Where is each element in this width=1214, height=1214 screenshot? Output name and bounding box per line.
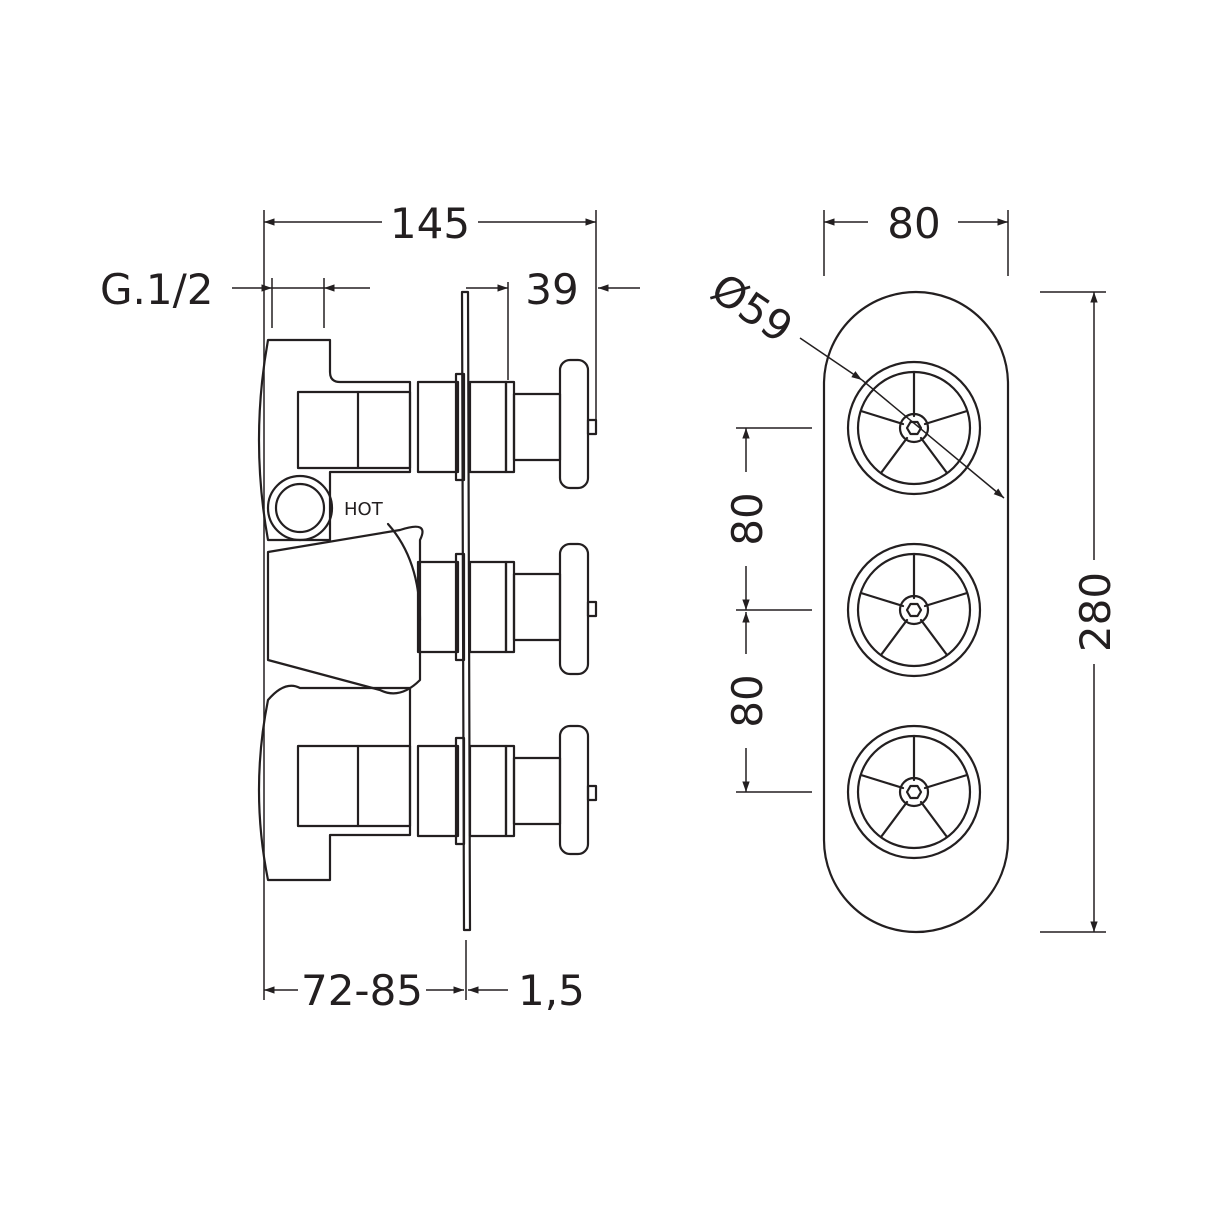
oval-backplate [822, 290, 1010, 934]
knurled-handle [558, 542, 590, 676]
dim-overall-depth: 145 [390, 199, 470, 248]
spindle-ring [504, 380, 516, 474]
hub-bolt [905, 602, 923, 618]
wheel-spokes [859, 370, 969, 475]
wall-plate [460, 290, 472, 932]
spindle-ring [504, 560, 516, 654]
valve-body [257, 338, 412, 542]
handle-cap [586, 784, 598, 802]
hot-inlet-port-outer [266, 474, 334, 542]
handle-cap [586, 600, 598, 618]
dim-wall-depth-range: 72-85 [301, 966, 423, 1015]
wheel-hub [898, 412, 930, 444]
spindle-flange [454, 736, 466, 846]
wheel-rim-outer [846, 360, 982, 496]
wheel-hub [898, 594, 930, 626]
dim-handle-projection: 39 [525, 265, 578, 314]
wheel-spokes [859, 734, 969, 839]
wheel-hub [898, 776, 930, 808]
cartridge-block-lower [296, 744, 412, 828]
spindle-collar [416, 744, 460, 838]
hub-bolt [905, 784, 923, 800]
dim-handle-spacing-upper: 80 [723, 492, 772, 545]
dim-line-dia59-through [861, 379, 1005, 499]
wheel-spokes [859, 552, 969, 657]
front-view: 80 Ø59 80 80 280 [702, 199, 1120, 934]
wheel-rim-outer [846, 542, 982, 678]
hot-inlet-port-inner [274, 482, 326, 534]
spindle-assembly-bottom [416, 724, 598, 856]
spindle-assembly-top [416, 358, 598, 490]
spindle-collar [416, 560, 460, 654]
spindle-sleeve [468, 744, 508, 838]
dim-plate-width: 80 [887, 199, 940, 248]
spindle-ring [504, 744, 516, 838]
hub-bolt [905, 420, 923, 436]
dim-inlet-thread: G.1/2 [100, 265, 214, 314]
knurled-handle [558, 724, 590, 856]
wheel-handle-top [846, 360, 982, 496]
wheel-rim-outer [846, 724, 982, 860]
dim-plate-thickness: 1,5 [518, 966, 585, 1015]
valve-body-lower [257, 684, 412, 882]
spindle-collar [416, 380, 460, 474]
spindle-sleeve [468, 560, 508, 654]
central-taper [266, 525, 424, 695]
spindle-flange [454, 552, 466, 662]
wheel-handle-middle [846, 542, 982, 678]
spindle-sleeve [468, 380, 508, 474]
handle-cap [586, 418, 598, 436]
spindle-shaft [512, 756, 562, 826]
spindle-flange [454, 372, 466, 482]
spindle-shaft [512, 392, 562, 462]
side-view: HOT [100, 199, 640, 1015]
dim-plate-height: 280 [1071, 572, 1120, 652]
cartridge-block-upper [296, 390, 412, 470]
spindle-shaft [512, 572, 562, 642]
spindle-assembly-middle [416, 542, 598, 676]
dim-handle-diameter: Ø59 [702, 264, 801, 353]
dim-line-dia59 [799, 337, 863, 381]
dim-handle-spacing-lower: 80 [723, 674, 772, 727]
hot-label: HOT [344, 499, 384, 520]
knurled-handle [558, 358, 590, 490]
wheel-handle-bottom [846, 724, 982, 860]
taper-curve [386, 522, 422, 622]
